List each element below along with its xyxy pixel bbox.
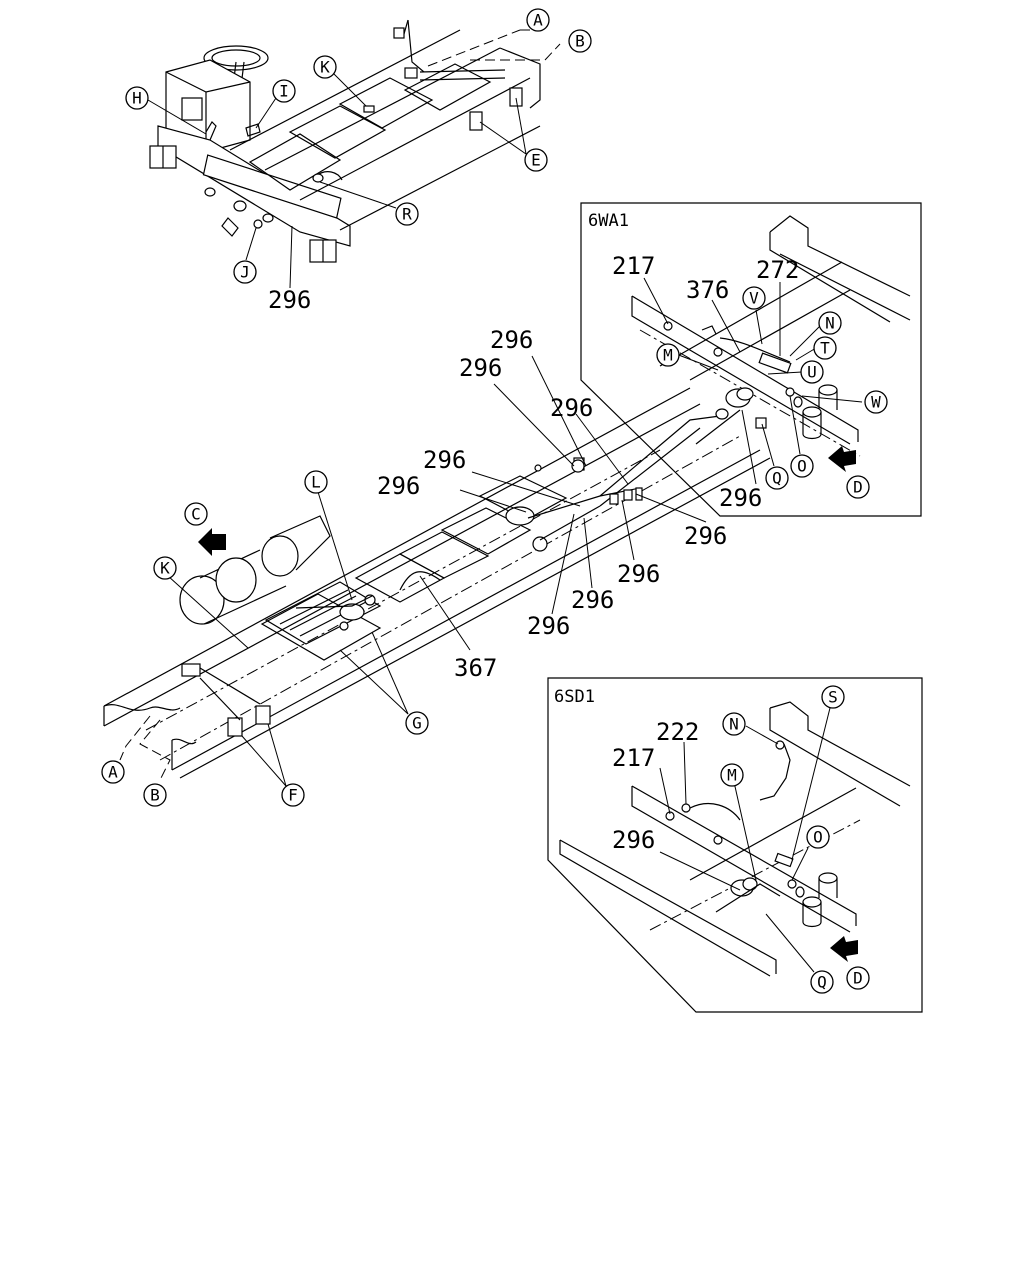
svg-text:F: F [288, 786, 298, 805]
part-num-296-top: 296 [268, 286, 311, 314]
callout-o-sd: O [806, 825, 830, 849]
part-num-217-wa: 217 [612, 252, 655, 280]
svg-text:J: J [240, 263, 250, 282]
part-num-296-d: 296 [423, 446, 466, 474]
part-num-222: 222 [656, 718, 699, 746]
front-chassis-view [149, 19, 561, 263]
part-num-296-wa: 296 [719, 484, 762, 512]
svg-text:U: U [807, 363, 817, 382]
svg-text:I: I [279, 82, 289, 101]
callout-t: T [813, 336, 837, 360]
svg-text:K: K [320, 58, 330, 77]
inset-6wa1-title: 6WA1 [588, 211, 629, 231]
svg-text:B: B [575, 32, 585, 51]
inset-6sd1: 6SD1 [547, 677, 923, 1013]
svg-text:V: V [749, 289, 759, 308]
callout-w: W [864, 390, 888, 414]
leader-lines [147, 71, 863, 973]
steering-wheel [203, 45, 269, 71]
callout-e: E [524, 148, 548, 172]
callout-n-sd: N [722, 712, 746, 736]
svg-text:M: M [727, 766, 737, 785]
callout-s: S [821, 685, 845, 709]
svg-text:O: O [797, 457, 807, 476]
svg-text:B: B [150, 786, 160, 805]
callout-k-main: K [153, 556, 177, 580]
callout-r: R [395, 202, 419, 226]
svg-text:R: R [402, 205, 412, 224]
callout-f: F [281, 783, 305, 807]
part-num-296-sd: 296 [612, 826, 655, 854]
part-num-296-g: 296 [617, 560, 660, 588]
svg-text:G: G [412, 714, 422, 733]
part-num-217-sd: 217 [612, 744, 655, 772]
inset-6wa1: 6WA1 [580, 202, 922, 517]
part-num-296-c: 296 [550, 394, 593, 422]
callout-i: I [272, 79, 296, 103]
callout-a-bottom: A [101, 760, 125, 784]
callout-q-sd: Q [810, 970, 834, 994]
svg-text:D: D [853, 478, 863, 497]
svg-text:K: K [160, 559, 170, 578]
svg-text:W: W [871, 393, 881, 412]
inset-6wa1-border [580, 202, 922, 517]
inset-6sd1-title: 6SD1 [554, 687, 595, 707]
callout-k-top: K [313, 55, 337, 79]
callout-h: H [125, 86, 149, 110]
part-num-367: 367 [454, 654, 497, 682]
callout-m-sd: M [720, 763, 744, 787]
callout-b-bottom: B [143, 783, 167, 807]
callout-b-top: B [568, 29, 592, 53]
svg-text:H: H [132, 89, 142, 108]
svg-text:A: A [533, 11, 543, 30]
svg-text:S: S [828, 688, 838, 707]
part-num-272: 272 [756, 256, 799, 284]
callout-g: G [405, 711, 429, 735]
part-num-296-a: 296 [490, 326, 533, 354]
callout-a-top: A [526, 8, 550, 32]
svg-text:E: E [531, 151, 541, 170]
part-num-296-i: 296 [527, 612, 570, 640]
svg-text:D: D [853, 969, 863, 988]
callout-m-wa: M [656, 343, 680, 367]
svg-text:Q: Q [772, 469, 782, 488]
part-num-296-f: 296 [684, 522, 727, 550]
part-num-296-b: 296 [459, 354, 502, 382]
callout-d-sd: D [846, 966, 870, 990]
part-num-376: 376 [686, 276, 729, 304]
svg-text:T: T [820, 339, 830, 358]
svg-text:C: C [191, 505, 201, 524]
callout-q-wa: Q [765, 466, 789, 490]
svg-text:A: A [108, 763, 118, 782]
part-num-296-e: 296 [377, 472, 420, 500]
callout-c: C [184, 502, 208, 526]
svg-text:O: O [813, 828, 823, 847]
callout-j: J [233, 260, 257, 284]
svg-text:N: N [729, 715, 739, 734]
main-chassis-view [103, 387, 771, 781]
svg-text:Q: Q [817, 973, 827, 992]
part-num-296-h: 296 [571, 586, 614, 614]
svg-text:N: N [825, 314, 835, 333]
svg-text:L: L [311, 473, 321, 492]
callout-d-wa: D [846, 475, 870, 499]
callout-n-wa: N [818, 311, 842, 335]
callout-o-wa: O [790, 454, 814, 478]
svg-text:M: M [663, 346, 673, 365]
inset-6sd1-border [547, 677, 923, 1013]
callout-l: L [304, 470, 328, 494]
callout-u: U [800, 360, 824, 384]
callout-v: V [742, 286, 766, 310]
